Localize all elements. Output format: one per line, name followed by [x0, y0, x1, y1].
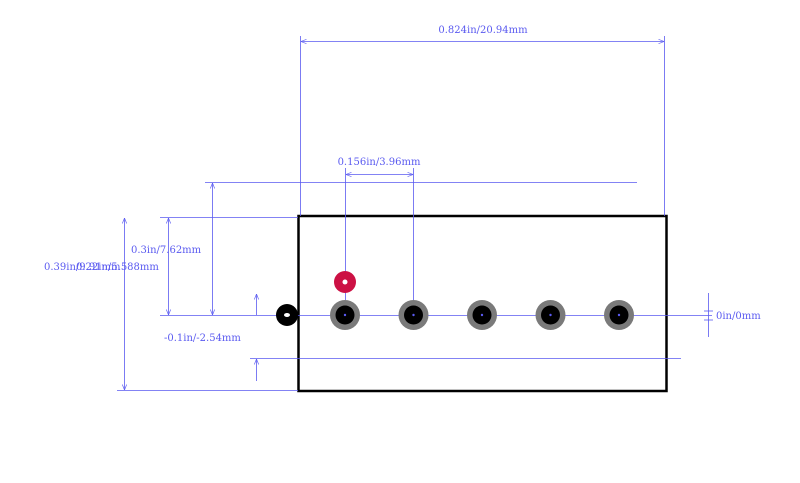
- pad: [398, 300, 429, 330]
- dimension-height-b: 0.39in/9.91mm: [44, 218, 298, 391]
- pad: [604, 300, 634, 330]
- dimension-height-a: 0.3in/7.62mm: [131, 182, 637, 315]
- label-height-b: 0.39in/9.91mm: [44, 262, 121, 273]
- label-overall-width: 0.824in/20.94mm: [438, 25, 528, 36]
- dimension-offset-zero: 0in/0mm: [704, 293, 761, 337]
- pin1-marker: [334, 271, 356, 293]
- label-offset-neg: -0.1in/-2.54mm: [164, 333, 241, 344]
- pad: [330, 300, 360, 330]
- pad-row: [330, 300, 634, 330]
- dimension-height-c: 0.22in/5.588mm: [76, 217, 298, 315]
- pad: [467, 300, 497, 330]
- dimension-overall-width: 0.824in/20.94mm: [300, 25, 665, 216]
- dimension-offset-neg: -0.1in/-2.54mm: [164, 294, 681, 381]
- label-pitch: 0.156in/3.96mm: [338, 157, 421, 168]
- origin-marker: [276, 304, 298, 326]
- label-height-a: 0.3in/7.62mm: [131, 245, 202, 256]
- pad: [535, 300, 566, 330]
- component-outline: [297, 214, 668, 393]
- label-height-c: 0.22in/5.588mm: [76, 262, 159, 273]
- label-offset-zero: 0in/0mm: [716, 311, 761, 322]
